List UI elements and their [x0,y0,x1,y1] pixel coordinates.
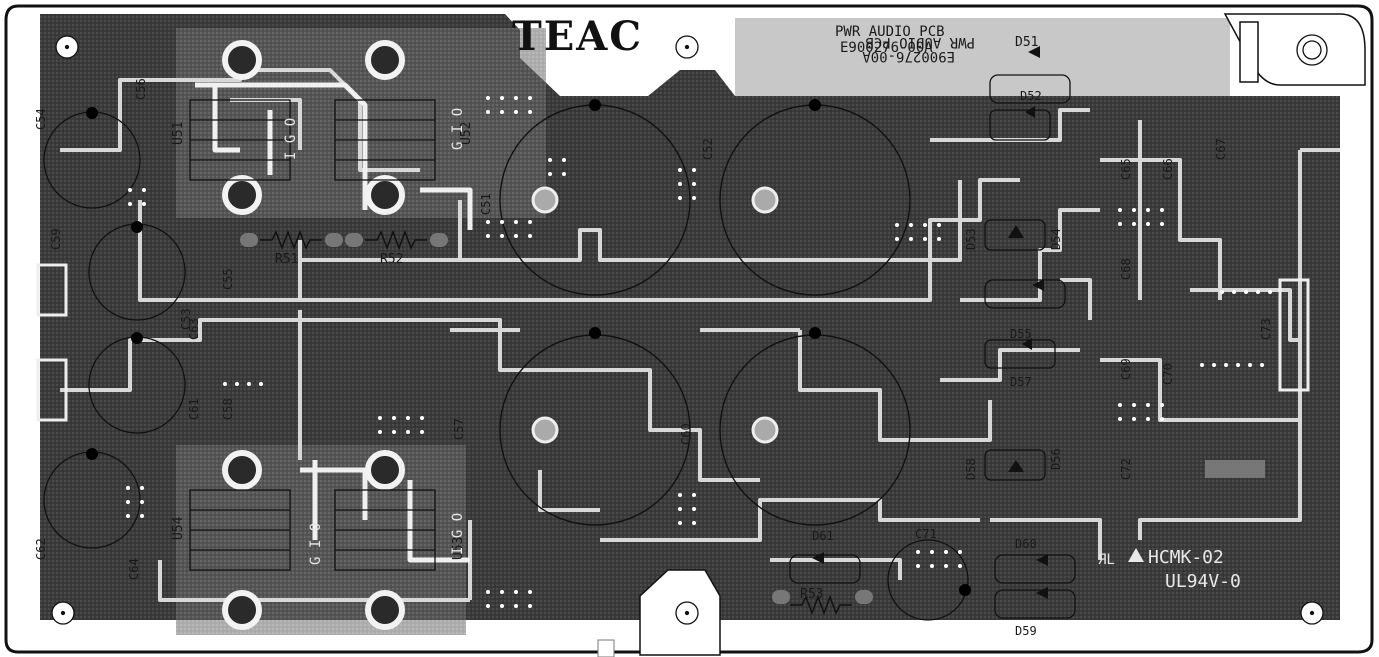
regulator-holes [222,40,405,630]
label-c60: C60 [679,423,693,445]
label-c56: C56 [134,78,148,100]
label-u54: U54 [171,516,186,540]
label-r52: R52 [380,252,403,267]
board-name: PWR AUDIO PCB [835,24,945,40]
diodes [789,74,1076,619]
label-d53: D53 [964,228,978,250]
label-igo-top: I G O [283,118,299,160]
label-d55: D55 [1010,327,1032,341]
resistor-pads [240,233,873,604]
label-c51: C51 [479,193,493,215]
label-c63: C63 [187,318,201,340]
mounting-holes [51,34,1328,625]
label-c70: C70 [1161,363,1175,385]
label-c73: C73 [1259,318,1273,340]
warning-triangle-icon [1128,548,1144,562]
label-d54: D54 [1049,228,1063,250]
label-u53: U53 [451,537,466,560]
label-c53: C53 [179,308,193,330]
regulator-outlines [189,99,436,571]
label-igo-bottom: I G O [450,513,466,555]
label-d51: D51 [1015,35,1038,50]
label-gio-bottom: G I O [308,523,324,565]
label-c72: C72 [1119,458,1133,480]
pad-arrays [126,96,1272,608]
label-c71: C71 [915,527,937,541]
label-c66: C66 [1161,158,1175,180]
tab-slot [1239,21,1259,83]
label-c65: C65 [1119,158,1133,180]
label-c55: C55 [221,268,235,290]
capacitor-c54 [43,107,141,209]
brand-logo: TEAC [512,13,643,60]
ul-mark: ЯL [1098,552,1115,568]
label-c67: C67 [1214,138,1228,160]
left-connector-top [36,263,68,317]
capacitor-c52 [719,99,911,296]
board-name-mirrored: PWR AUDIO PCB [865,34,975,50]
label-gio-top: G I O [450,108,466,150]
left-connector-bottom [36,358,68,422]
capacitor-c60 [719,327,911,526]
label-r51: R51 [275,252,298,267]
label-c58: C58 [221,398,235,420]
label-c62: C62 [34,538,48,560]
label-c69: C69 [1119,358,1133,380]
label-c68: C68 [1119,258,1133,280]
label-u51: U51 [171,122,186,145]
label-c52: C52 [701,138,715,160]
board-part-number: E900276-00A [840,40,933,56]
label-d58: D58 [964,458,978,480]
traces [60,68,1340,602]
label-d59: D59 [1015,624,1037,638]
resistors [260,229,852,616]
label-u52: U52 [459,122,474,145]
right-connector [1278,278,1310,392]
label-d56: D56 [1049,448,1063,470]
label-panel [735,18,1230,96]
diode-arrows [812,46,1048,599]
label-r53: R53 [800,587,823,602]
label-d61: D61 [812,529,834,543]
top-notch-mid [650,14,725,70]
marking-code: HCMK-02 [1148,547,1224,568]
label-c57: C57 [452,418,466,440]
label-d52: D52 [1020,89,1042,103]
label-d57: D57 [1010,375,1032,389]
label-c59: C59 [49,228,63,250]
label-c61: C61 [187,398,201,420]
grey-strip-right [1205,460,1265,478]
component-labels: D51 D52 R51 R52 R53 D55 D57 D60 D59 D61 … [34,35,1273,638]
capacitor-c73 [887,539,971,621]
capacitor-c57 [499,327,691,526]
capacitor-c63 [43,448,141,549]
label-d60: D60 [1015,537,1037,551]
capacitor-c62 [88,332,186,434]
capacitor-c59 [88,221,186,321]
bottom-tab [597,639,615,657]
board-part-mirrored: E900276-00A [862,48,955,64]
marking-sub-code: UL94V-0 [1165,571,1241,592]
label-c64: C64 [127,558,141,580]
capacitor-c53 [499,99,691,296]
label-c54: C54 [34,108,48,130]
